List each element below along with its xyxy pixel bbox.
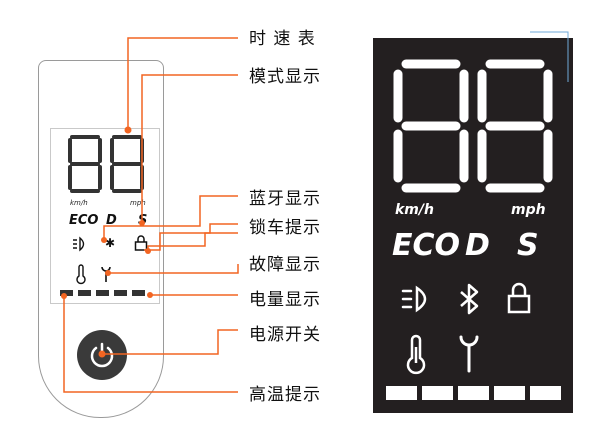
thermometer-icon xyxy=(406,334,426,375)
label-fault-display: 故障显示 xyxy=(249,255,321,275)
label-high-temp-warning: 高温提示 xyxy=(249,385,321,405)
battery-segment xyxy=(458,386,489,400)
large-unit-mph: mph xyxy=(511,202,546,218)
small-unit-kmh: km/h xyxy=(70,199,88,207)
small-unit-mph: mph xyxy=(130,199,146,207)
battery-segment xyxy=(422,386,453,400)
label-battery-display: 电量显示 xyxy=(249,290,321,310)
label-bluetooth-display: 蓝牙显示 xyxy=(249,189,321,209)
large-unit-kmh: km/h xyxy=(395,202,434,218)
headlight-icon xyxy=(401,285,427,313)
small-mode-d: D xyxy=(106,213,117,228)
small-thermometer-icon xyxy=(76,264,86,285)
lock-icon xyxy=(507,282,531,314)
large-speed-digits xyxy=(393,59,553,193)
battery-segment xyxy=(494,386,525,400)
battery-segment xyxy=(386,386,417,400)
label-speedometer: 时 速 表 xyxy=(249,29,316,49)
battery-segment xyxy=(530,386,561,400)
small-speed-digits xyxy=(68,135,144,193)
small-battery-segment xyxy=(96,290,109,296)
small-mode-eco: ECO xyxy=(69,213,99,228)
small-battery-segment xyxy=(114,290,127,296)
small-battery-segment xyxy=(132,290,145,296)
small-headlight-icon xyxy=(73,236,85,252)
small-battery-segment xyxy=(60,290,73,296)
large-mode-d: D xyxy=(465,228,490,263)
small-bluetooth-icon: ✱ xyxy=(105,236,116,250)
small-lock-icon xyxy=(134,235,148,251)
wrench-icon xyxy=(459,335,479,373)
large-mode-eco: ECO xyxy=(392,228,461,263)
large-mode-s: S xyxy=(517,228,539,263)
bluetooth-icon xyxy=(460,283,479,315)
small-battery-segment xyxy=(78,290,91,296)
label-power-switch: 电源开关 xyxy=(249,325,321,345)
enlarged-lcd-display xyxy=(373,38,573,413)
corner-marker xyxy=(530,31,569,82)
label-mode-display: 模式显示 xyxy=(249,67,321,87)
label-lock-indicator: 锁车提示 xyxy=(249,218,321,238)
